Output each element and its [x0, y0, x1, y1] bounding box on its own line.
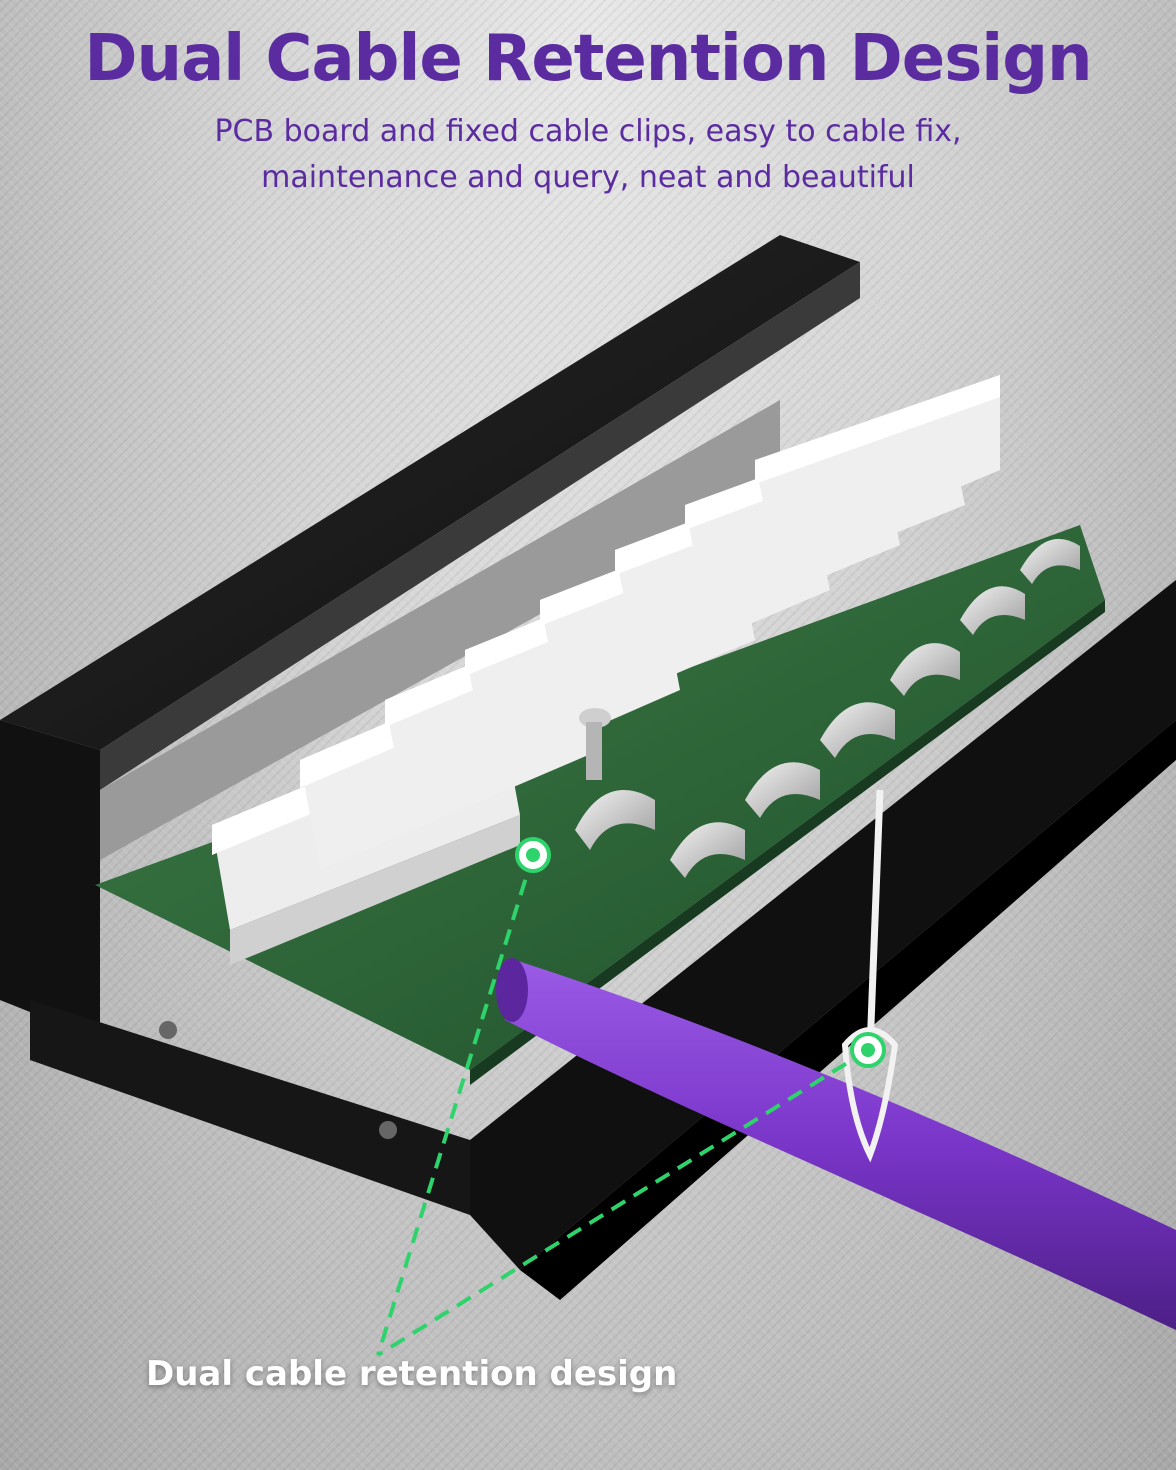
page-title: Dual Cable Retention Design [84, 22, 1092, 96]
cable-clip [1020, 538, 1080, 584]
cable-tie [841, 789, 899, 1163]
cable-clip [670, 822, 745, 878]
callout-marker-icon [515, 837, 551, 873]
screw-icon [579, 708, 611, 780]
subtitle-line-1: PCB board and fixed cable clips, easy to… [214, 114, 962, 149]
pcb-board [95, 525, 1105, 1085]
callout-marker-icon [850, 1032, 886, 1068]
mount-hole-icon [379, 1121, 397, 1139]
cable-clip [575, 790, 655, 850]
cable-management-bar [470, 580, 1176, 1300]
cable-clip [820, 702, 895, 758]
callout-lines [376, 837, 886, 1357]
callout-label: Dual cable retention design [146, 1354, 678, 1394]
idc-module [755, 375, 1000, 565]
panel-left-bracket [0, 720, 470, 1215]
ethernet-cable [496, 958, 1176, 1330]
idc-modules [212, 375, 1000, 965]
subtitle-line-2: maintenance and query, neat and beautifu… [261, 160, 915, 195]
panel-back-wall [0, 235, 860, 860]
cable-clips [575, 538, 1080, 878]
mount-hole-icon [159, 1021, 177, 1039]
cable-clip [890, 643, 960, 696]
cable-clip [960, 586, 1025, 635]
cable-clip [745, 762, 820, 818]
